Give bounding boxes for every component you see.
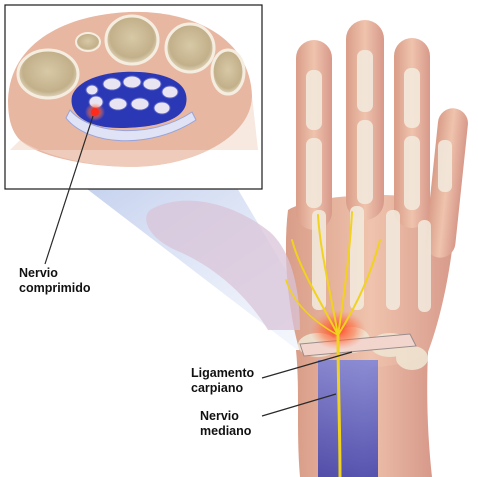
- leader-line-median-nerve: [261, 393, 337, 417]
- label-carpal-ligament-line1: Ligamento: [191, 366, 255, 380]
- cross-section-ligament: [65, 109, 197, 142]
- cross-section-bones: [16, 14, 246, 100]
- leader-line-compressed-nerve: [44, 115, 94, 265]
- leader-line-carpal-ligament: [261, 351, 353, 379]
- thumb: [146, 200, 300, 330]
- label-compressed-nerve-line1: Nervio: [19, 266, 58, 280]
- wrist-cross-section: [8, 11, 258, 167]
- label-median-nerve-line1: Nervio: [200, 409, 239, 423]
- label-compressed-nerve-line2: comprimido: [19, 281, 91, 295]
- label-median-nerve-line2: mediano: [200, 424, 252, 438]
- carpal-ligament-band: [299, 333, 417, 357]
- finger-bones: [306, 50, 452, 312]
- label-median-nerve: Nervio mediano: [200, 409, 251, 439]
- median-nerve: [285, 211, 381, 477]
- finger-ring: [394, 38, 430, 228]
- label-carpal-ligament: Ligamento carpiano: [191, 366, 254, 396]
- finger-index: [296, 40, 332, 230]
- hand: [146, 20, 468, 477]
- label-carpal-ligament-line2: carpiano: [191, 381, 244, 395]
- label-compressed-nerve: Nervio comprimido: [19, 266, 91, 296]
- tendon-sheath-region: [318, 360, 378, 477]
